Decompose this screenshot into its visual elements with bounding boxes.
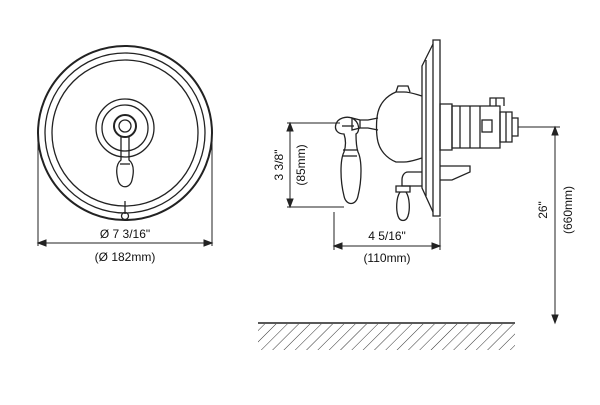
diverter-housing xyxy=(401,171,422,187)
floor-height-imperial: 26" xyxy=(536,201,550,219)
valve-outlet xyxy=(512,117,519,137)
arrowhead-left xyxy=(332,242,343,250)
escutcheon-hub xyxy=(375,91,423,163)
trim-plate-inner-ring xyxy=(44,52,206,214)
trim-plate-face xyxy=(51,59,199,207)
spindle xyxy=(359,117,379,131)
front-diameter-metric: (Ø 182mm) xyxy=(95,250,156,264)
floor-hatching xyxy=(258,324,515,350)
arrowhead-right xyxy=(431,242,442,250)
handle-neck xyxy=(351,117,361,131)
floor-height-metric: (660mm) xyxy=(561,186,575,234)
depth-dimension xyxy=(332,212,442,250)
diverter-pin-side xyxy=(396,191,410,222)
side-view xyxy=(334,39,519,222)
cartridge-teeth xyxy=(489,97,505,106)
front-lever-handle xyxy=(116,136,134,188)
arrowhead-bottom xyxy=(286,198,294,209)
valve-stem-inner xyxy=(118,119,132,133)
floor xyxy=(258,322,515,350)
diverter-knob-side xyxy=(395,185,411,193)
valve-body xyxy=(439,103,453,151)
handle-height-metric: (85mm) xyxy=(294,144,308,185)
trim-plate-profile xyxy=(432,39,441,217)
floor-height-dimension xyxy=(518,125,560,325)
trim-plate-bevel xyxy=(421,43,434,213)
valve-cap xyxy=(499,111,513,143)
hub-outer-ring xyxy=(95,98,155,158)
lower-pipe xyxy=(440,165,471,181)
arrowhead-bottom xyxy=(551,314,559,325)
escutcheon-collar xyxy=(395,85,411,93)
front-diameter-imperial: Ø 7 3/16" xyxy=(100,227,150,241)
depth-metric: (110mm) xyxy=(363,251,410,265)
hub-inner-ring xyxy=(101,104,149,152)
handle-height-imperial: 3 3/8" xyxy=(272,150,286,181)
arrowhead-top xyxy=(551,125,559,136)
arrowhead-left xyxy=(36,239,47,247)
front-diameter-dimension xyxy=(36,138,214,247)
valve-port xyxy=(481,119,493,133)
front-view xyxy=(37,45,213,221)
arrowhead-top xyxy=(286,121,294,132)
valve-stem-outer xyxy=(113,114,137,138)
valve-cartridge xyxy=(451,105,501,149)
arrowhead-right xyxy=(203,239,214,247)
diverter-knob xyxy=(120,211,130,221)
side-lever-handle xyxy=(334,116,362,205)
trim-plate-outer-ring xyxy=(37,45,213,221)
depth-imperial: 4 5/16" xyxy=(368,229,406,243)
handle-height-dimension xyxy=(286,121,344,209)
